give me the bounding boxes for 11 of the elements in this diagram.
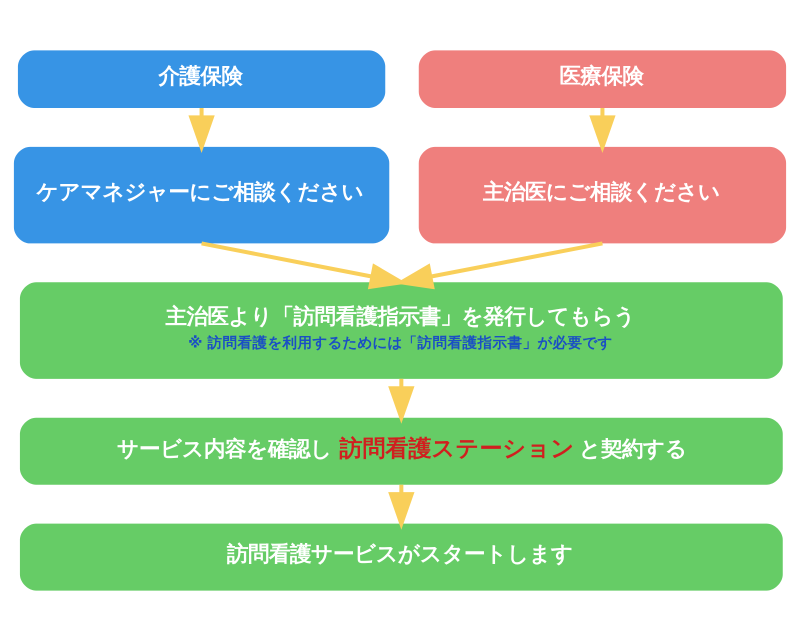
node-box: 医療保険 — [418, 50, 786, 108]
node-box: 訪問看護サービスがスタートします — [20, 523, 783, 590]
node-box: 主治医にご相談ください — [418, 146, 786, 243]
arrow — [188, 108, 215, 152]
node-box: 介護保険 — [18, 50, 386, 108]
node-box: 主治医より「訪問看護指示書」を発行してもらう ※ 訪問看護を利用するためには「訪問看護指示書」が必要です — [20, 282, 783, 378]
node-box: サービス内容を確認し 訪問看護ステーション と契約する — [20, 417, 783, 484]
arrow — [388, 378, 414, 424]
node-box: ケアマネジャーにご相談ください — [14, 146, 390, 243]
arrow — [589, 108, 616, 152]
arrow — [388, 484, 414, 530]
